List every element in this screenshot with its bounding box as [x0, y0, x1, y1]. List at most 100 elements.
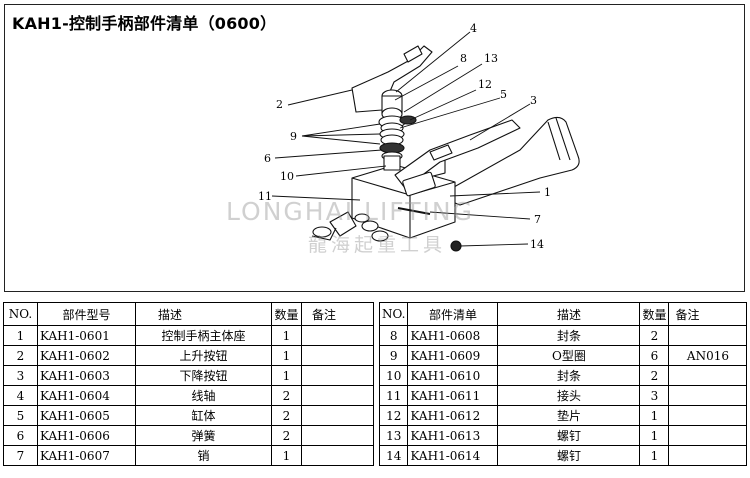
cell-no: 5: [3, 405, 38, 426]
cell-no: 10: [378, 365, 409, 386]
watermark-english: LONGHAI LIFTING: [226, 197, 474, 226]
cell-no: 14: [378, 445, 409, 466]
cell-part: KAH1-0603: [37, 365, 136, 386]
cell-qty: 2: [271, 385, 302, 406]
title-code: KAH1-: [12, 14, 69, 33]
callout-2: 2: [276, 98, 283, 111]
cell-no: 4: [3, 385, 38, 406]
table-header-row: NO. 部件清单 描述 数量 备注: [378, 302, 748, 326]
title-text: 控制手柄部件清单: [68, 14, 199, 33]
diagram-frame: [4, 4, 745, 292]
callout-9: 9: [290, 130, 297, 143]
cell-qty: 6: [639, 345, 670, 366]
cell-qty: 2: [639, 325, 670, 346]
cell-qty: 1: [639, 445, 670, 466]
cell-part: KAH1-0612: [407, 405, 499, 426]
cell-part: KAH1-0606: [37, 425, 136, 446]
callout-7: 7: [534, 213, 541, 226]
callout-14: 14: [530, 238, 544, 251]
cell-qty: 1: [271, 365, 302, 386]
callout-3: 3: [530, 94, 537, 107]
header-part: 部件型号: [37, 302, 136, 326]
cell-no: 12: [378, 405, 409, 426]
callout-11: 11: [258, 190, 272, 203]
cell-desc: 螺钉: [497, 445, 641, 466]
cell-qty: 2: [271, 405, 302, 426]
callout-13: 13: [484, 52, 498, 65]
cell-part: KAH1-0610: [407, 365, 499, 386]
callout-5: 5: [500, 88, 507, 101]
cell-note: [301, 425, 374, 446]
cell-desc: 封条: [497, 365, 641, 386]
callout-6: 6: [264, 152, 271, 165]
cell-part: KAH1-0608: [407, 325, 499, 346]
cell-no: 2: [3, 345, 38, 366]
cell-no: 3: [3, 365, 38, 386]
cell-note: AN016: [668, 345, 748, 366]
header-no: NO.: [378, 302, 409, 326]
cell-note: [301, 445, 374, 466]
cell-part: KAH1-0601: [37, 325, 136, 346]
up-lever: [351, 45, 433, 113]
header-desc: 描述: [135, 302, 272, 326]
cell-no: 7: [3, 445, 38, 466]
cell-no: 11: [378, 385, 409, 406]
cell-part: KAH1-0613: [407, 425, 499, 446]
header-note: 备注: [301, 302, 374, 326]
cell-note: [668, 325, 748, 346]
cell-part: KAH1-0614: [407, 445, 499, 466]
cell-qty: 1: [271, 345, 302, 366]
cell-note: [668, 445, 748, 466]
cell-desc: 弹簧: [135, 425, 272, 446]
cell-part: KAH1-0604: [37, 385, 136, 406]
header-desc: 描述: [497, 302, 641, 326]
cell-qty: 1: [639, 405, 670, 426]
cell-desc: 上升按钮: [135, 345, 272, 366]
cell-desc: 垫片: [497, 405, 641, 426]
cell-part: KAH1-0607: [37, 445, 136, 466]
cell-note: [301, 365, 374, 386]
cell-desc: 接头: [497, 385, 641, 406]
cell-note: [668, 425, 748, 446]
callout-10: 10: [280, 170, 294, 183]
header-note: 备注: [668, 302, 748, 326]
cell-part: KAH1-0609: [407, 345, 499, 366]
cell-no: 1: [3, 325, 38, 346]
cell-note: [301, 385, 374, 406]
callout-4: 4: [470, 22, 477, 35]
cell-desc: 下降按钮: [135, 365, 272, 386]
title-number: （0600）: [198, 14, 277, 33]
cell-note: [668, 365, 748, 386]
screw: [450, 240, 462, 252]
cell-no: 8: [378, 325, 409, 346]
cell-qty: 2: [271, 425, 302, 446]
cell-desc: 封条: [497, 325, 641, 346]
handle-grip: [437, 116, 580, 206]
cell-note: [301, 325, 374, 346]
callout-12: 12: [478, 78, 492, 91]
header-no: NO.: [3, 302, 38, 326]
exploded-parts-diagram: 2 4 8 13 12 5 3 9 6 10 11 1 7 14: [258, 22, 580, 252]
cell-desc: 线轴: [135, 385, 272, 406]
cell-desc: 缸体: [135, 405, 272, 426]
callout-8: 8: [460, 52, 467, 65]
cell-note: [301, 405, 374, 426]
fitting: [329, 211, 357, 237]
cell-no: 13: [378, 425, 409, 446]
cell-part: KAH1-0602: [37, 345, 136, 366]
header-part: 部件清单: [407, 302, 499, 326]
